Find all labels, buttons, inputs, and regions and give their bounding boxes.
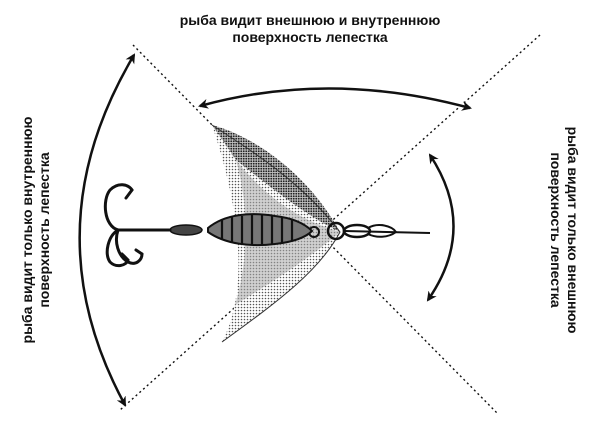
label-right-outer-surface: рыба видит только внешнюю поверхность ле… bbox=[547, 80, 581, 380]
dotted-boundary-line-1 bbox=[132, 44, 499, 415]
spinner-body-icon bbox=[169, 213, 314, 247]
blade-dark-top bbox=[212, 125, 340, 232]
label-top-line-1: рыба видит внешнюю и внутреннюю bbox=[179, 12, 441, 28]
label-right-line-1: рыба видит только внешнюю bbox=[565, 126, 581, 334]
arc-arrow-right bbox=[426, 153, 455, 302]
label-top-both-surfaces: рыба видит внешнюю и внутреннюю поверхно… bbox=[120, 12, 500, 46]
label-top-line-2: поверхность лепестка bbox=[232, 29, 388, 45]
label-right-line-2: поверхность лепестка bbox=[548, 152, 564, 308]
label-left-inner-surface: рыба видит только внутреннюю поверхность… bbox=[19, 80, 53, 380]
arc-arrow-left bbox=[78, 53, 136, 407]
blade-outline bbox=[211, 124, 341, 343]
arc-arrow-top bbox=[198, 87, 472, 111]
label-left-line-2: поверхность лепестка bbox=[36, 152, 52, 308]
treble-hook-icon bbox=[103, 183, 172, 268]
wire-line bbox=[344, 230, 431, 234]
label-left-line-1: рыба видит только внутреннюю bbox=[19, 116, 35, 344]
